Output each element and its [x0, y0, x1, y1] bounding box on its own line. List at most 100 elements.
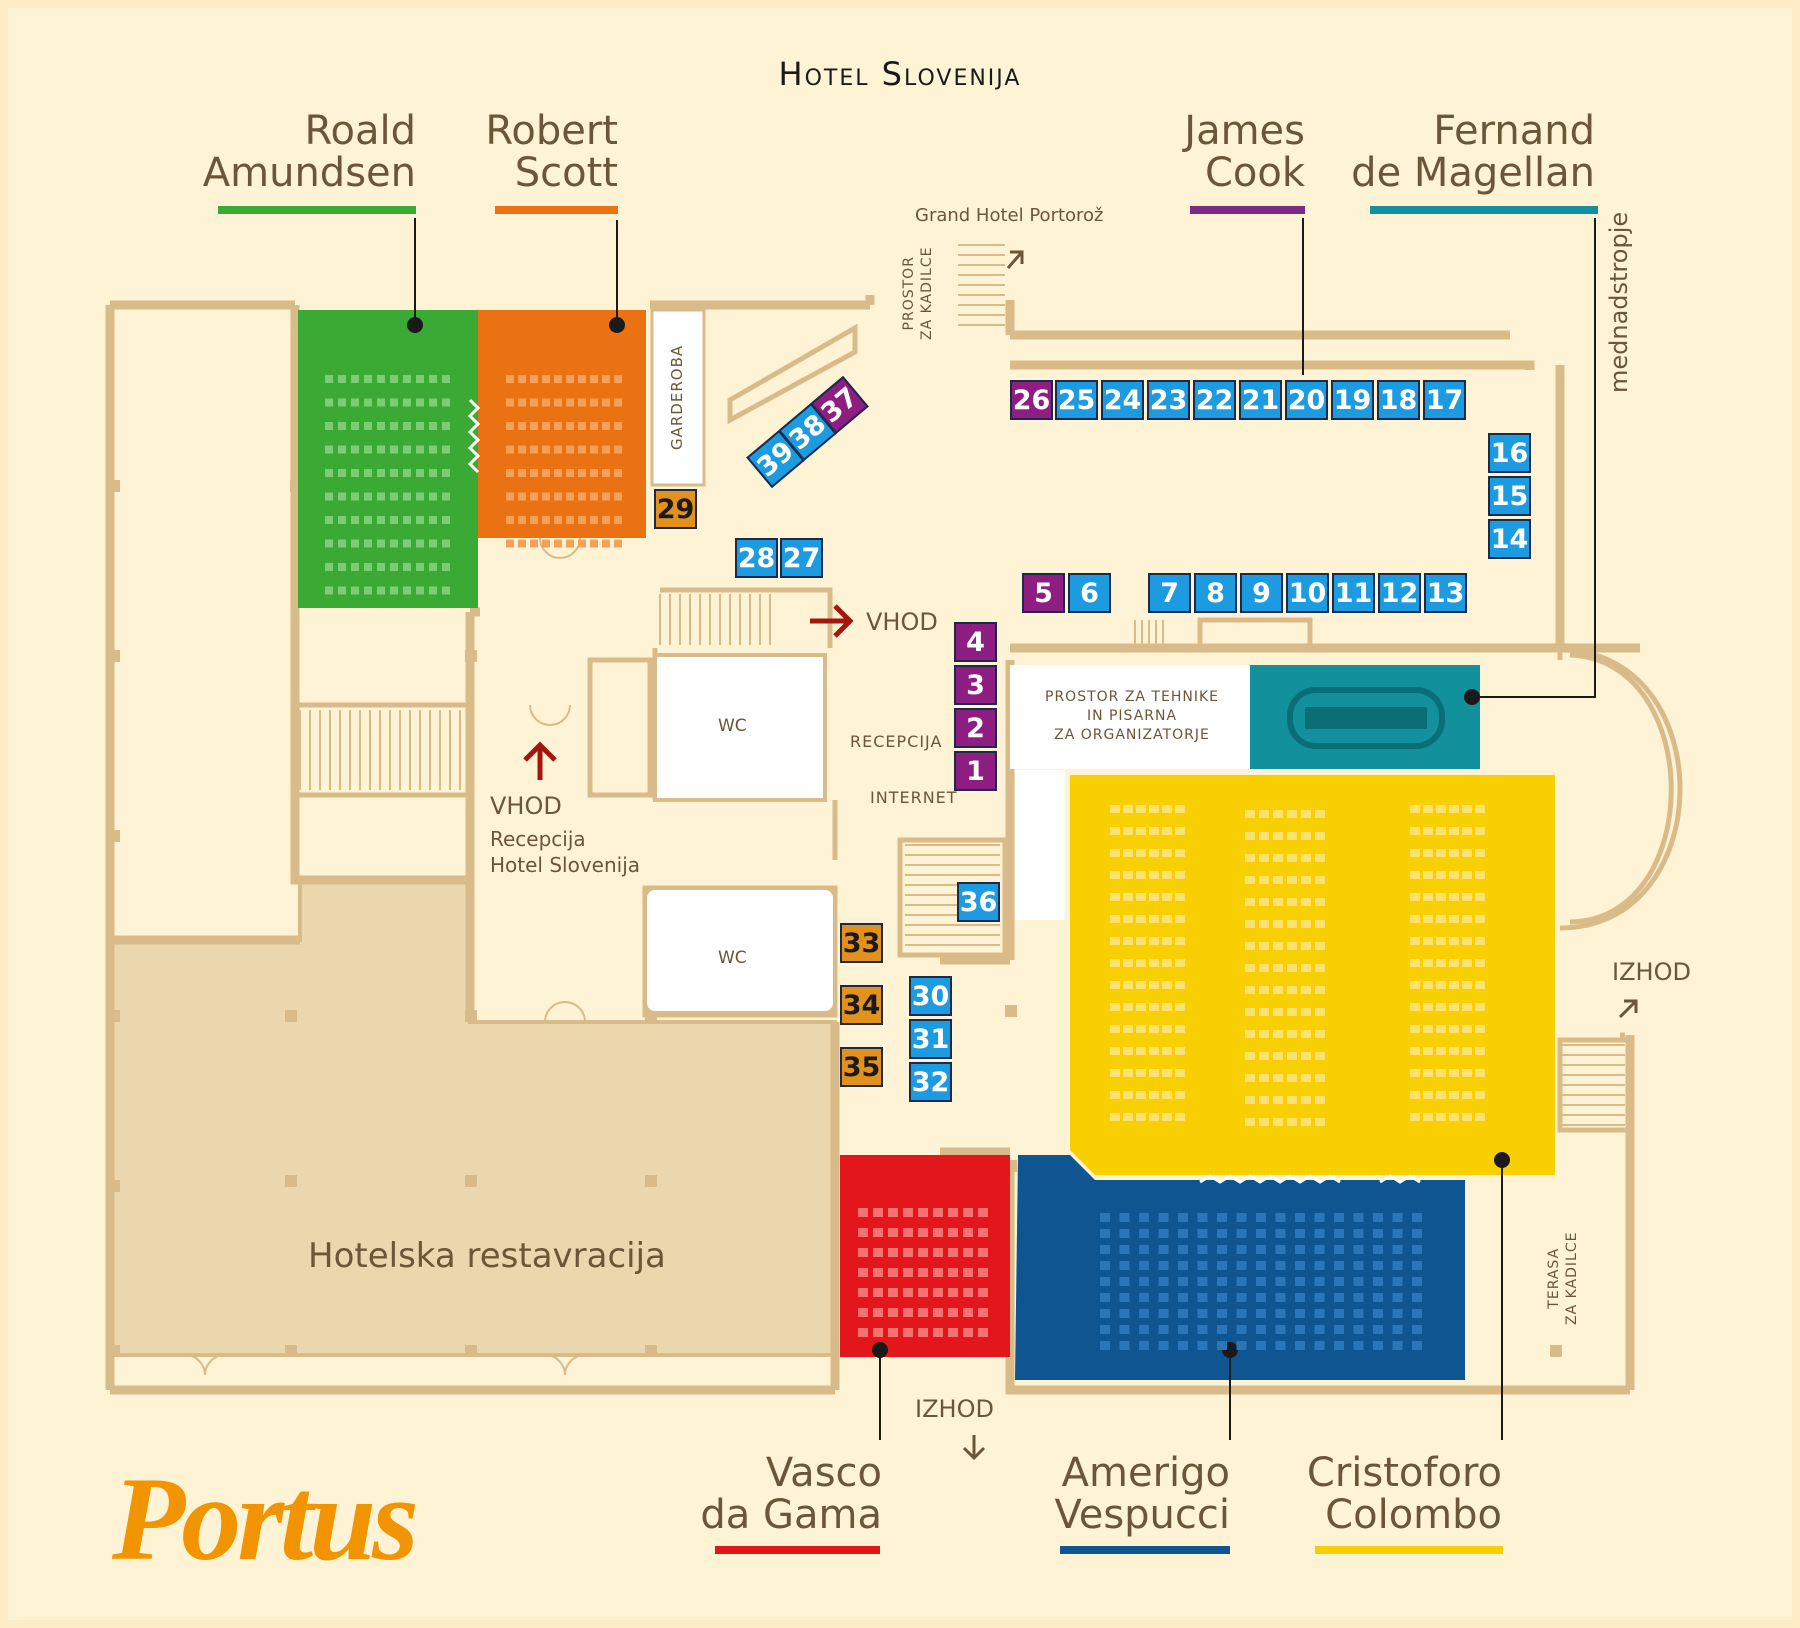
- seat-amundsen: [377, 563, 385, 571]
- seat-vespucci: [1275, 1325, 1286, 1334]
- seat-vespucci: [1275, 1261, 1286, 1270]
- booth-17[interactable]: 17: [1423, 380, 1466, 420]
- seat-vespucci: [1275, 1277, 1286, 1286]
- booth-6[interactable]: 6: [1068, 573, 1111, 613]
- seat-vespucci: [1295, 1341, 1305, 1350]
- booth-31[interactable]: 31: [909, 1019, 952, 1059]
- seat-colombo-left: [1123, 1047, 1133, 1055]
- booth-25[interactable]: 25: [1055, 380, 1098, 420]
- seat-colombo-left: [1149, 1113, 1159, 1121]
- seat-colombo-mid: [1315, 1030, 1325, 1038]
- booth-36[interactable]: 36: [957, 882, 1000, 922]
- booth-16[interactable]: 16: [1488, 433, 1531, 473]
- seat-vespucci: [1314, 1229, 1325, 1238]
- seat-amundsen: [338, 445, 346, 454]
- seat-vespucci: [1295, 1245, 1305, 1254]
- seat-vespucci: [1392, 1309, 1403, 1318]
- booth-1[interactable]: 1: [954, 751, 997, 791]
- seat-colombo-left: [1123, 871, 1133, 879]
- seat-vespucci: [1412, 1293, 1422, 1302]
- booth-15[interactable]: 15: [1488, 476, 1531, 516]
- booth-21[interactable]: 21: [1239, 380, 1282, 420]
- booth-10[interactable]: 10: [1286, 573, 1329, 613]
- seat-vasco: [888, 1208, 898, 1217]
- seat-vasco: [903, 1248, 913, 1257]
- booth-35[interactable]: 35: [840, 1047, 883, 1087]
- seat-vasco: [858, 1288, 868, 1297]
- booth-3[interactable]: 3: [954, 665, 997, 705]
- booth-4[interactable]: 4: [954, 622, 997, 662]
- seat-scott: [542, 516, 550, 524]
- booth-9[interactable]: 9: [1240, 573, 1283, 613]
- seat-colombo-mid: [1245, 832, 1255, 840]
- booth-11[interactable]: 11: [1332, 573, 1375, 613]
- booth-13[interactable]: 13: [1424, 573, 1467, 613]
- seat-colombo-right: [1410, 959, 1420, 967]
- seat-amundsen: [429, 539, 437, 548]
- seat-colombo-right: [1423, 805, 1433, 813]
- seat-scott: [542, 492, 550, 501]
- booth-7[interactable]: 7: [1148, 573, 1191, 613]
- seat-vasco: [948, 1268, 958, 1277]
- seat-colombo-left: [1162, 981, 1172, 989]
- seat-scott: [542, 445, 550, 454]
- seat-vespucci: [1256, 1213, 1266, 1222]
- booth-2[interactable]: 2: [954, 708, 997, 748]
- booth-12[interactable]: 12: [1378, 573, 1421, 613]
- booth-22[interactable]: 22: [1193, 380, 1236, 420]
- seat-colombo-left: [1175, 871, 1185, 879]
- seat-vespucci: [1412, 1309, 1422, 1318]
- booth-32[interactable]: 32: [909, 1062, 952, 1102]
- seat-amundsen: [377, 422, 385, 430]
- seat-scott: [578, 375, 586, 383]
- seat-scott: [602, 516, 610, 524]
- booth-29[interactable]: 29: [654, 489, 697, 529]
- booth-19[interactable]: 19: [1331, 380, 1374, 420]
- seat-vespucci: [1119, 1245, 1130, 1254]
- seat-vespucci: [1178, 1293, 1188, 1302]
- seat-vespucci: [1197, 1245, 1208, 1254]
- seat-colombo-right: [1449, 937, 1459, 945]
- seat-colombo-mid: [1315, 1074, 1325, 1082]
- booth-5[interactable]: 5: [1022, 573, 1065, 613]
- booth-34[interactable]: 34: [840, 985, 883, 1025]
- booth-24[interactable]: 24: [1101, 380, 1144, 420]
- seat-scott: [602, 375, 610, 383]
- seat-scott: [530, 492, 538, 501]
- seat-amundsen: [338, 469, 346, 477]
- seat-colombo-left: [1162, 849, 1172, 857]
- seat-colombo-right: [1462, 849, 1472, 857]
- booth-8[interactable]: 8: [1194, 573, 1237, 613]
- seat-colombo-mid: [1287, 898, 1297, 906]
- seat-vespucci: [1119, 1213, 1130, 1222]
- booth-28[interactable]: 28: [735, 538, 778, 578]
- seat-amundsen: [351, 445, 359, 454]
- seat-scott: [554, 469, 562, 477]
- seat-colombo-mid: [1273, 1118, 1283, 1126]
- seat-vasco: [858, 1328, 868, 1337]
- seat-colombo-left: [1175, 1091, 1185, 1099]
- seat-amundsen: [325, 398, 333, 407]
- seat-scott: [554, 422, 562, 430]
- seat-colombo-mid: [1315, 942, 1325, 950]
- booth-20[interactable]: 20: [1285, 380, 1328, 420]
- seat-colombo-right: [1423, 827, 1433, 835]
- seat-colombo-left: [1110, 827, 1120, 835]
- booth-23[interactable]: 23: [1147, 380, 1190, 420]
- seat-colombo-mid: [1315, 898, 1325, 906]
- seat-amundsen: [442, 422, 450, 430]
- booth-14[interactable]: 14: [1488, 519, 1531, 559]
- seat-colombo-mid: [1245, 810, 1255, 818]
- seat-colombo-right: [1449, 915, 1459, 923]
- booth-26[interactable]: 26: [1010, 380, 1053, 420]
- booth-33[interactable]: 33: [840, 923, 883, 963]
- seat-amundsen: [364, 492, 372, 501]
- portus-logo: Portus: [112, 1452, 419, 1585]
- booth-30[interactable]: 30: [909, 976, 952, 1016]
- booth-18[interactable]: 18: [1377, 380, 1420, 420]
- seat-vespucci: [1158, 1277, 1169, 1286]
- booth-27[interactable]: 27: [780, 538, 823, 578]
- seat-colombo-left: [1110, 849, 1120, 857]
- seat-colombo-right: [1436, 827, 1446, 835]
- seat-vasco: [858, 1268, 868, 1277]
